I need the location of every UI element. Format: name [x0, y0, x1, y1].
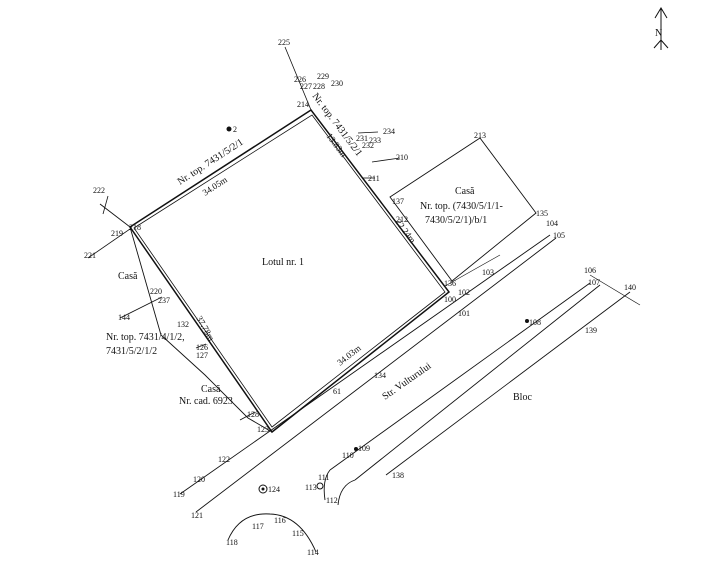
point-number: 123: [257, 425, 269, 434]
point-number: 226: [294, 75, 306, 84]
point-number: 110: [342, 451, 354, 460]
point-number: 121: [191, 511, 203, 520]
point-number: 116: [274, 516, 286, 525]
north-arrow-icon: N: [653, 7, 669, 50]
point-number: 111: [318, 473, 329, 482]
house-right-top-1: Nr. top. (7430/5/1/1-: [420, 201, 503, 212]
point-number: 219: [111, 229, 123, 238]
dim-left: 37.78m: [194, 314, 216, 343]
point-number: 115: [292, 529, 304, 538]
point-number: 117: [252, 522, 264, 531]
point-number: 102: [458, 288, 470, 297]
point-number: 106: [584, 266, 596, 275]
point-number: 126: [196, 343, 208, 352]
point-number: 231: [356, 134, 368, 143]
point-number: 118: [226, 538, 238, 547]
house-right-label: Casă: [455, 186, 475, 197]
lot-boundary: [128, 108, 451, 434]
point-markers: [226, 126, 529, 494]
point-number: 211: [368, 174, 380, 183]
house-left-label: Casă: [118, 271, 138, 282]
point-number: 128: [247, 410, 259, 419]
point-number: 105: [553, 231, 565, 240]
point-number: 122: [218, 455, 230, 464]
point-number: 134: [374, 371, 386, 380]
point-number: 137: [392, 197, 404, 206]
house-right-top-2: 7430/5/2/1)/b/1: [425, 215, 487, 226]
bloc-label: Bloc: [513, 392, 532, 403]
bottom-curve: [227, 513, 317, 553]
point-number: 136: [444, 279, 456, 288]
point-numbers: 225 229 230 226 227 228 214 234 231 233 …: [84, 38, 636, 557]
point-number: 225: [278, 38, 290, 47]
point-number: 109: [358, 444, 370, 453]
point-number: 107: [588, 278, 600, 287]
point-number: 127: [196, 351, 208, 360]
point-number: 144: [118, 313, 130, 322]
point-number: 237: [158, 296, 170, 305]
point-number: 2: [233, 125, 237, 134]
house-bottom-label: Casă: [201, 384, 221, 395]
point-number: 218: [129, 223, 141, 232]
point-number: 210: [396, 153, 408, 162]
top-parcel-label-a: Nr. top. 7431/5/2/1: [176, 137, 246, 188]
point-number: 112: [326, 496, 338, 505]
point-number: 234: [383, 127, 395, 136]
left-boundary: [99, 203, 273, 433]
point-number: 103: [482, 268, 494, 277]
point-number: 119: [173, 490, 185, 499]
point-number: 101: [458, 309, 470, 318]
point-number: 138: [392, 471, 404, 480]
point-number: 124: [268, 485, 280, 494]
point-number: 61: [333, 387, 341, 396]
point-number: 229: [317, 72, 329, 81]
north-letter: N: [655, 28, 662, 39]
left-top-label-2: 7431/5/2/1/2: [106, 346, 157, 357]
point-number: 139: [585, 326, 597, 335]
cad-label: Nr. cad. 6923: [179, 396, 233, 407]
point-number: 222: [93, 186, 105, 195]
point-number: 214: [297, 100, 309, 109]
point-number: 114: [307, 548, 319, 557]
point-number: 113: [305, 483, 317, 492]
street-lines: [179, 234, 641, 513]
point-number: 213: [474, 131, 486, 140]
house-right: [389, 137, 537, 282]
point-number: 233: [369, 136, 381, 145]
point-number: 100: [444, 295, 456, 304]
point-number: 230: [331, 79, 343, 88]
point-number: 132: [177, 320, 189, 329]
point-number: 232: [362, 141, 374, 150]
point-number: 212: [396, 215, 408, 224]
point-number: 227: [300, 82, 312, 91]
point-number: 120: [193, 475, 205, 484]
street-label: Str. Vulturului: [380, 361, 433, 403]
upper-right-boundary: [284, 46, 312, 111]
point-number: 228: [313, 82, 325, 91]
point-number: 135: [536, 209, 548, 218]
point-number: 140: [624, 283, 636, 292]
left-top-label-1: Nr. top. 7431/4/1/2,: [106, 332, 185, 343]
point-number: 104: [546, 219, 558, 228]
lot-label: Lotul nr. 1: [262, 257, 304, 268]
point-number: 221: [84, 251, 96, 260]
point-number: 220: [150, 287, 162, 296]
point-number: 108: [529, 318, 541, 327]
